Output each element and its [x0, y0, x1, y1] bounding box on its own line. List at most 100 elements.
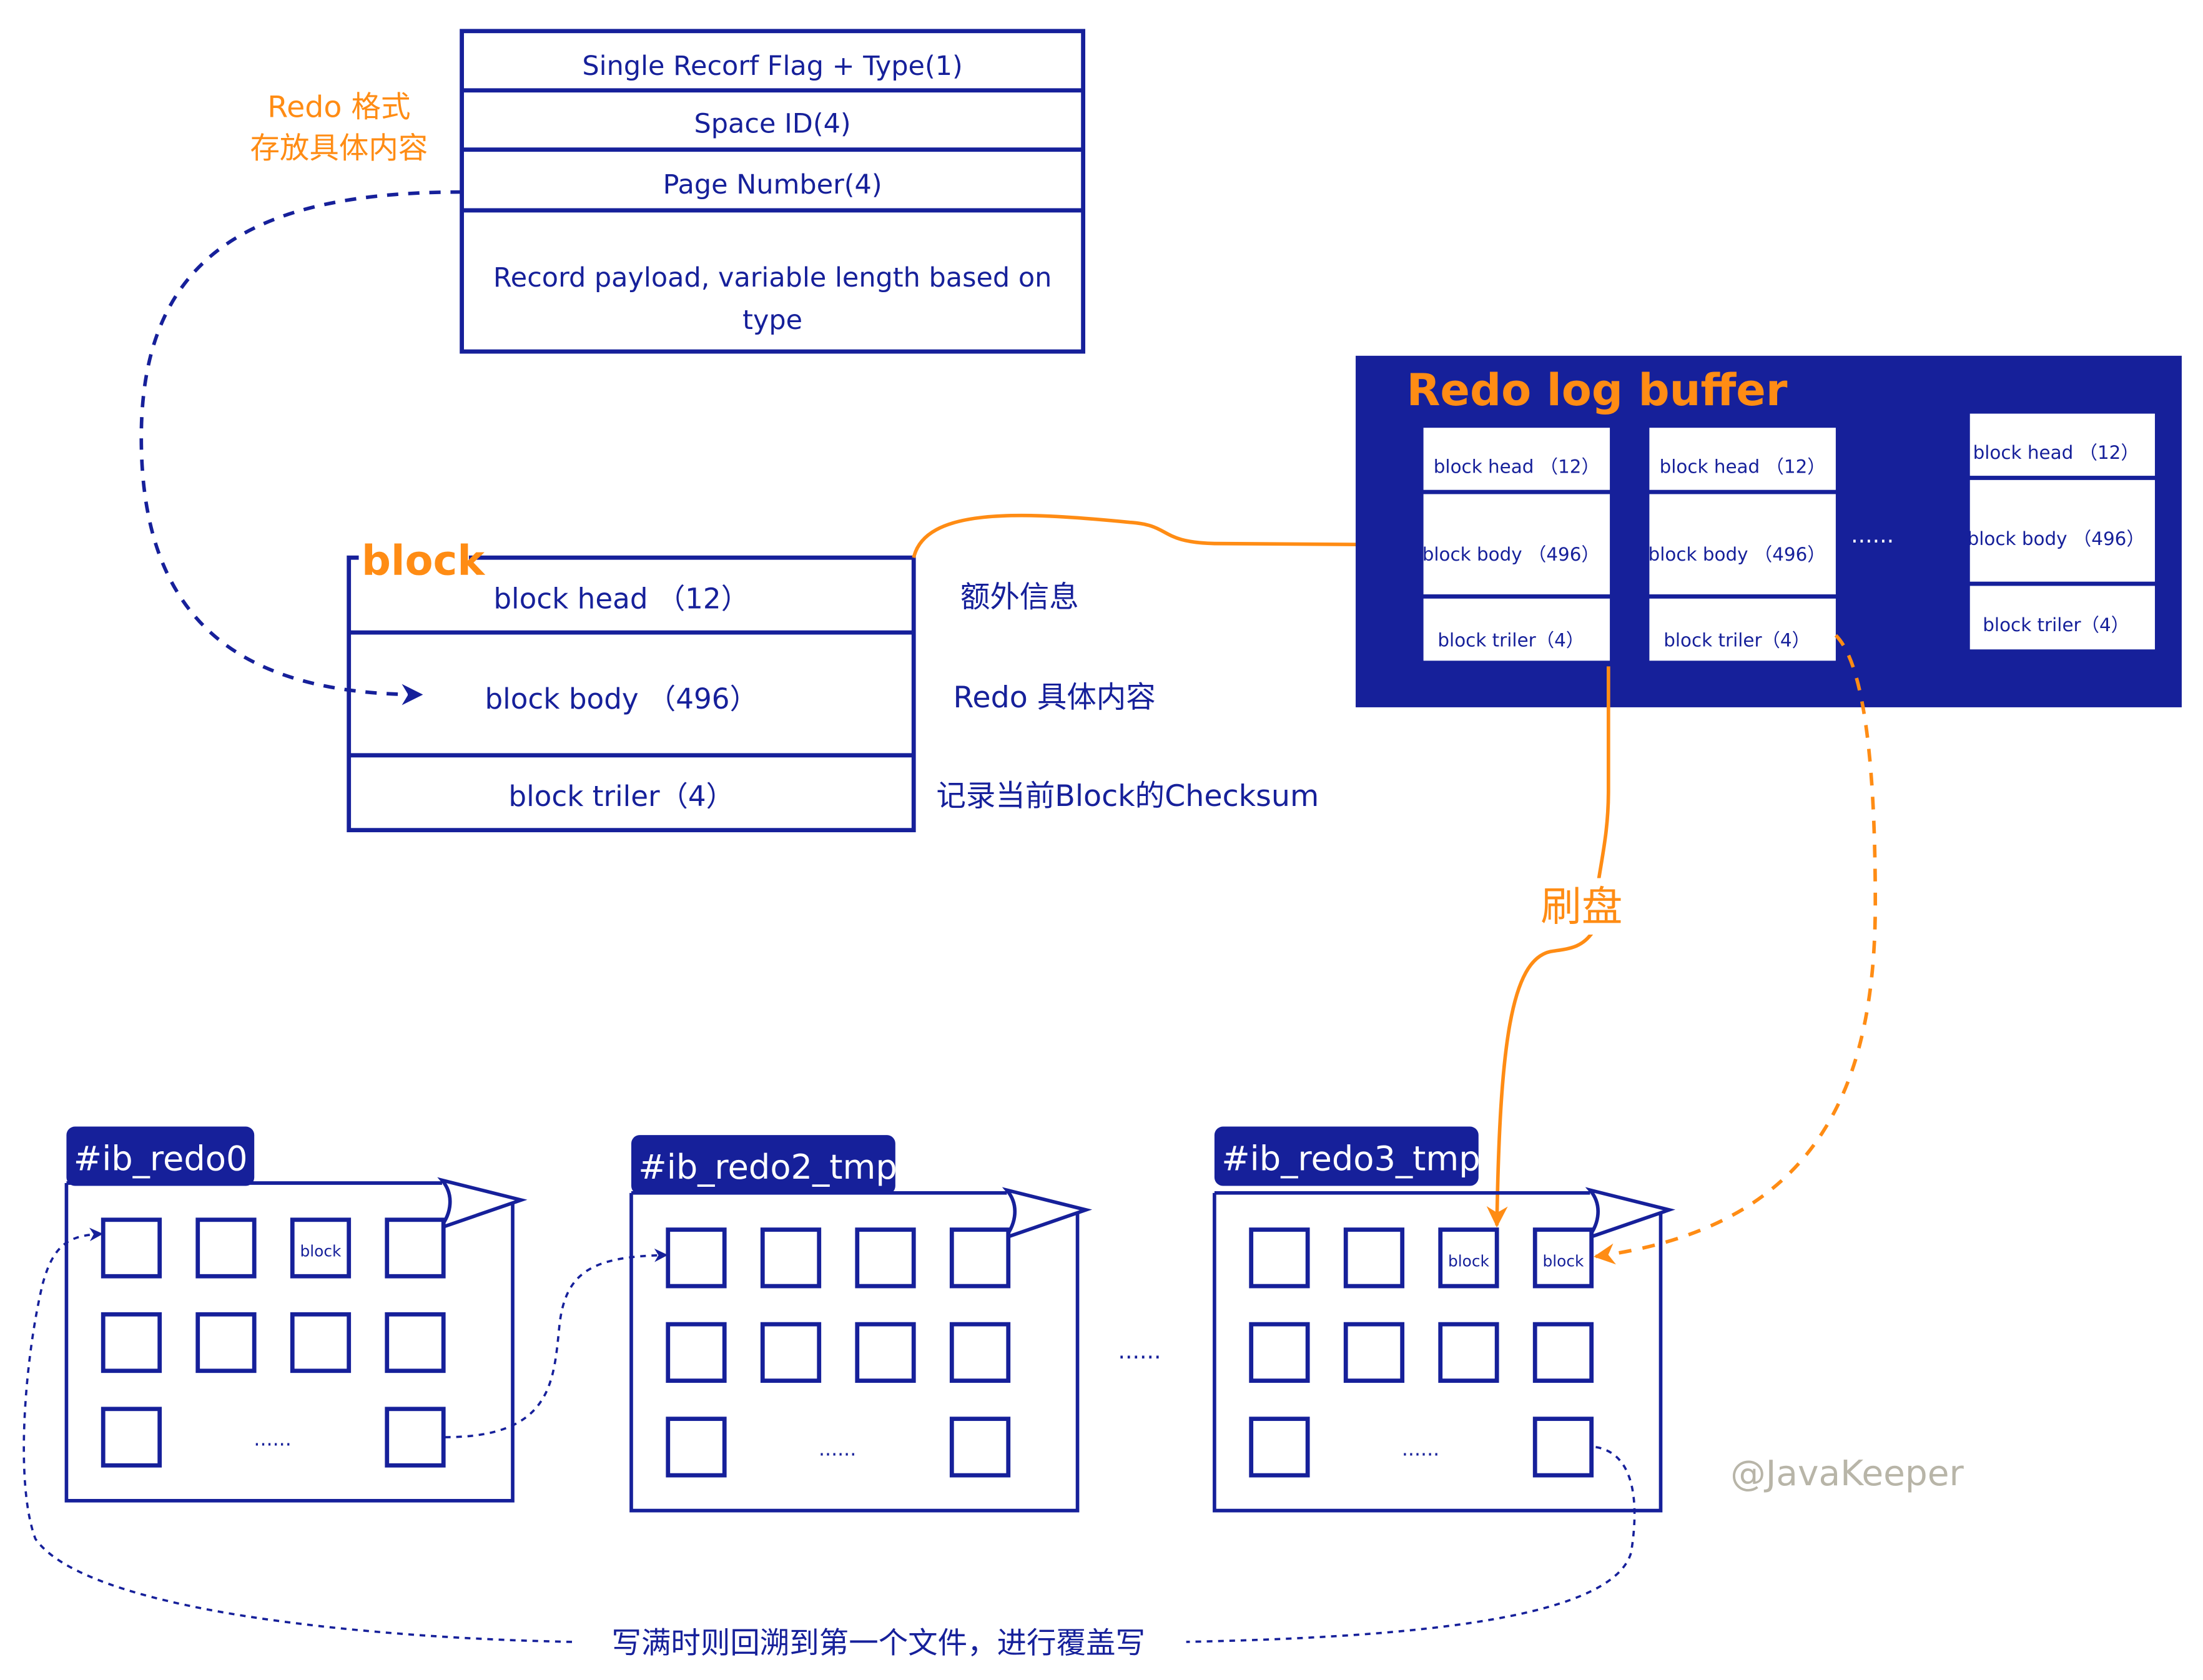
redo-format-frame	[460, 29, 1085, 354]
block-body-note: Redo 具体内容	[954, 680, 1156, 715]
block-to-buffer-arrow	[912, 513, 1423, 558]
block-head-note: 额外信息	[960, 580, 1079, 614]
wrap-around-connector	[1186, 1446, 1636, 1643]
buffer-block-body-label: block body （496）	[1968, 528, 2145, 549]
folded-corner-icon	[1585, 1187, 1675, 1240]
log-block-slot	[195, 1312, 257, 1373]
buffer-block-body	[1969, 479, 2155, 582]
log-block-slot	[855, 1227, 916, 1289]
flush-arrow	[1486, 666, 1610, 1228]
buffer-block: block head （12） block body （496） block t…	[1422, 428, 1610, 661]
log-block-slot	[385, 1407, 446, 1468]
block-body-label: block body （496）	[485, 682, 757, 715]
buffer-block-trailer	[1649, 598, 1836, 661]
wrap-note: 写满时则回溯到第一个文件，进行覆盖写	[611, 1626, 1145, 1661]
redo-format-table: Single Recorf Flag + Type(1) Space ID(4)…	[460, 29, 1085, 354]
buffer-block-body	[1649, 494, 1836, 595]
redo-format-label-line2: 存放具体内容	[250, 131, 428, 165]
buffer-block-head	[1423, 428, 1610, 490]
log-block-slot	[1532, 1322, 1594, 1383]
watermark: @JavaKeeper	[1730, 1453, 1964, 1494]
log-block-slot	[1249, 1417, 1310, 1478]
log-block-slot	[1249, 1322, 1310, 1383]
file-name-tab	[631, 1135, 895, 1195]
field-flag-type: Single Recorf Flag + Type(1)	[582, 51, 962, 82]
log-block-slot	[949, 1227, 1011, 1289]
log-block-slot	[760, 1227, 822, 1289]
redo-format-annotation: Redo 格式 存放具体内容	[250, 91, 428, 166]
buffer-block-body-label: block body （496）	[1422, 544, 1600, 565]
block-trailer-note: 记录当前Block的Checksum	[936, 779, 1319, 813]
log-block-label: block	[300, 1242, 342, 1260]
buffer-block-head-label: block head （12）	[1660, 456, 1826, 478]
redo-log-buffer: Redo log buffer block head （12） block bo…	[1356, 355, 2182, 707]
field-record-payload-cont: type	[742, 305, 802, 336]
buffer-block: block head （12） block body （496） block t…	[1968, 413, 2155, 650]
file-ellipsis: ······	[1402, 1443, 1439, 1466]
block-title-bg	[358, 533, 469, 582]
log-block-slot	[1532, 1227, 1594, 1289]
field-record-payload: Record payload, variable length based on	[493, 262, 1052, 293]
log-block-slot	[290, 1217, 352, 1279]
folded-corner-icon	[437, 1177, 528, 1231]
buffer-block-head	[1649, 428, 1836, 490]
log-block-slot	[1343, 1322, 1405, 1383]
file-name: #ib_redo0	[74, 1139, 248, 1179]
redo-files: #ib_redo0block······#ib_redo2_tmp······#…	[64, 1126, 1675, 1513]
log-block-slot	[1438, 1322, 1499, 1383]
log-block-slot	[101, 1217, 162, 1279]
buffer-block-trailer	[1969, 586, 2155, 650]
log-block-slot	[385, 1217, 446, 1279]
log-block-label: block	[1542, 1252, 1584, 1270]
file-page-outline	[1213, 1191, 1663, 1513]
buffer-block-body	[1423, 494, 1610, 595]
file-ellipsis: ······	[819, 1443, 856, 1466]
log-block-slot	[195, 1217, 257, 1279]
log-block-slot	[1249, 1227, 1310, 1289]
buffer-block-body-label: block body （496）	[1649, 544, 1826, 565]
buffer-block-trailer-label: block triler（4）	[1983, 614, 2129, 636]
log-block-slot	[1532, 1417, 1594, 1478]
flush-label: 刷盘	[1540, 883, 1622, 930]
log-block-slot	[101, 1312, 162, 1373]
field-space-id: Space ID(4)	[694, 109, 851, 140]
log-block-slot	[760, 1322, 822, 1383]
buffer-block-trailer-label: block triler（4）	[1437, 630, 1584, 651]
wrap-around-connector-left	[22, 1227, 573, 1643]
log-block-slot	[666, 1417, 727, 1478]
file-name: #ib_redo3_tmp	[1221, 1139, 1481, 1179]
log-block-slot	[666, 1322, 727, 1383]
log-block-slot	[949, 1322, 1011, 1383]
folded-corner-icon	[1002, 1187, 1093, 1240]
field-page-number: Page Number(4)	[663, 169, 882, 200]
redo-format-label-line1: Redo 格式	[267, 91, 410, 125]
files-ellipsis: ······	[1118, 1344, 1161, 1371]
log-block-slot	[385, 1312, 446, 1373]
block-frame	[347, 555, 916, 833]
log-block-slot	[101, 1407, 162, 1468]
buffer-block-head-label: block head （12）	[1434, 456, 1600, 478]
block-title: block	[362, 537, 485, 584]
file-ellipsis: ······	[254, 1434, 291, 1456]
log-block-slot	[1438, 1227, 1499, 1289]
block-structure: block block head （12） block body （496） b…	[347, 533, 1319, 833]
flush-label-bg	[1533, 878, 1633, 935]
file-name-tab	[1214, 1126, 1479, 1186]
buffer-block-trailer-label: block triler（4）	[1663, 630, 1810, 651]
buffer-to-file-dashed-arrow	[1594, 634, 1878, 1265]
file-name-tab	[66, 1126, 255, 1186]
log-block-slot	[949, 1417, 1011, 1478]
log-block-slot	[666, 1227, 727, 1289]
buffer-block-head	[1969, 413, 2155, 476]
file0-to-file2-connector	[445, 1248, 668, 1438]
block-trailer-label: block triler（4）	[508, 780, 734, 813]
log-block-slot	[290, 1312, 352, 1373]
log-block-slot	[855, 1322, 916, 1383]
buffer-block-trailer	[1423, 598, 1610, 661]
buffer-block: block head （12） block body （496） block t…	[1649, 428, 1836, 661]
log-block-slot	[1343, 1227, 1405, 1289]
format-to-block-connector	[139, 190, 462, 705]
